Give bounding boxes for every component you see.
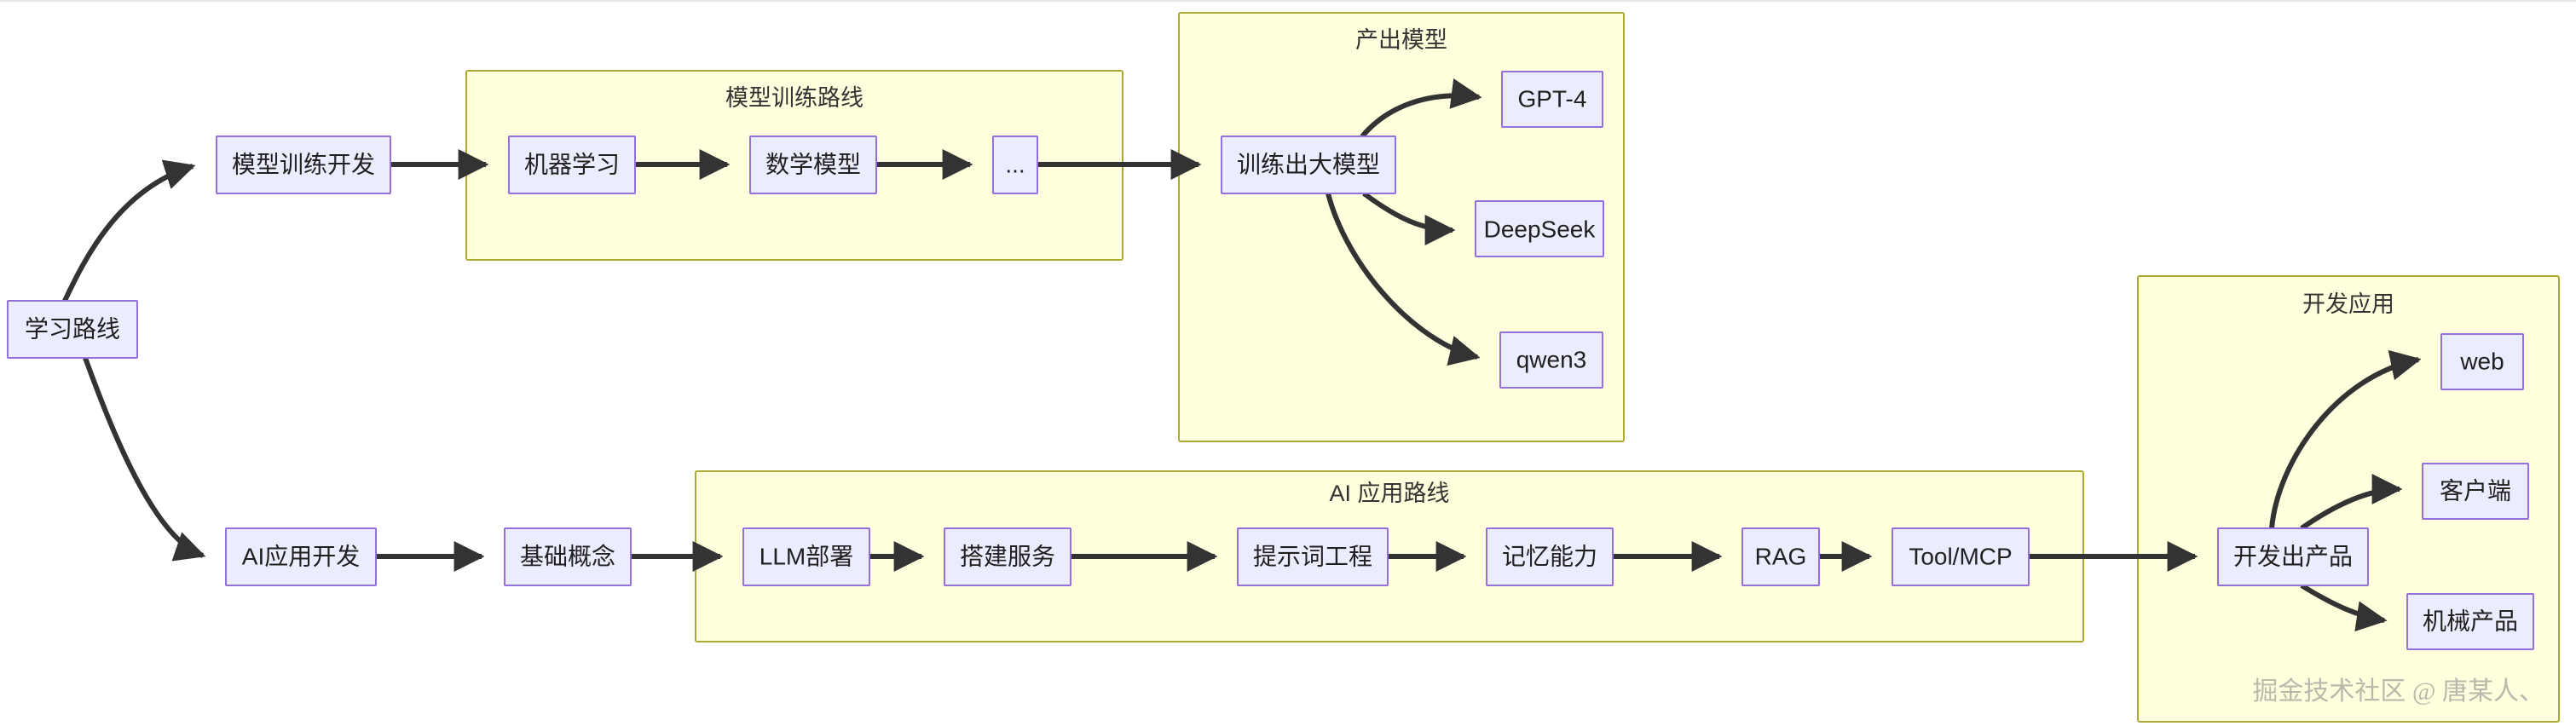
node-train-big-model-rect[interactable] bbox=[1221, 135, 1396, 194]
cluster-dev-apps-label: 开发应用 bbox=[2302, 291, 2394, 317]
node-prompt-engineering-label: 提示词工程 bbox=[1253, 543, 1372, 569]
node-tool-mcp-label: Tool/MCP bbox=[1909, 543, 2012, 569]
node-model-training-dev[interactable]: 模型训练开发 bbox=[216, 135, 391, 194]
node-mechanical-product[interactable]: 机械产品 bbox=[2406, 593, 2534, 650]
node-deepseek[interactable]: DeepSeek bbox=[1475, 200, 1604, 257]
edge-group bbox=[62, 78, 2422, 632]
node-web-label: web bbox=[2459, 348, 2504, 374]
node-gpt4[interactable]: GPT-4 bbox=[1501, 71, 1603, 128]
node-model-training-dev-rect[interactable] bbox=[216, 135, 391, 194]
node-machine-learning-rect[interactable] bbox=[508, 135, 636, 194]
node-deepseek-rect[interactable] bbox=[1475, 200, 1604, 257]
node-build-service-label: 搭建服务 bbox=[960, 543, 1055, 569]
edge-dev-product-to-mechanical bbox=[2300, 583, 2388, 632]
node-deepseek-label: DeepSeek bbox=[1484, 216, 1597, 242]
node-math-model-label: 数学模型 bbox=[765, 151, 861, 177]
node-train-big-model-label: 训练出大模型 bbox=[1237, 151, 1380, 177]
node-memory-rect[interactable] bbox=[1486, 527, 1614, 586]
node-math-model-rect[interactable] bbox=[749, 135, 877, 194]
node-prompt-engineering[interactable]: 提示词工程 bbox=[1237, 527, 1389, 586]
node-dev-product-rect[interactable] bbox=[2217, 527, 2369, 586]
watermark-label: 掘金技术社区 @ 唐某人、 bbox=[2252, 677, 2544, 706]
node-llm-deploy-label: LLM部署 bbox=[760, 543, 853, 569]
cluster-output-models-label: 产出模型 bbox=[1355, 27, 1447, 53]
node-mechanical-product-rect[interactable] bbox=[2406, 593, 2534, 650]
edge-train-big-to-qwen3 bbox=[1326, 193, 1481, 366]
node-basic-concepts[interactable]: 基础概念 bbox=[504, 527, 632, 586]
cluster-model-training-label: 模型训练路线 bbox=[725, 85, 863, 111]
node-client-rect[interactable] bbox=[2422, 463, 2529, 520]
node-build-service-rect[interactable] bbox=[944, 527, 1071, 586]
node-ai-app-dev[interactable]: AI应用开发 bbox=[225, 527, 377, 586]
node-llm-deploy-rect[interactable] bbox=[742, 527, 870, 586]
node-machine-learning[interactable]: 机器学习 bbox=[508, 135, 636, 194]
node-rag[interactable]: RAG bbox=[1741, 527, 1820, 586]
edge-train-big-to-gpt4 bbox=[1360, 78, 1482, 138]
node-basic-concepts-rect[interactable] bbox=[504, 527, 632, 586]
node-ellipsis[interactable]: ... bbox=[992, 135, 1038, 194]
node-ellipsis-label: ... bbox=[1005, 151, 1025, 177]
node-ellipsis-rect[interactable] bbox=[992, 135, 1038, 194]
node-rag-rect[interactable] bbox=[1741, 527, 1820, 586]
node-tool-mcp-rect[interactable] bbox=[1892, 527, 2030, 586]
node-build-service[interactable]: 搭建服务 bbox=[944, 527, 1071, 586]
node-dev-product-label: 开发出产品 bbox=[2233, 543, 2353, 569]
node-group: 学习路线 模型训练开发 机器学习 数学模型... 训练出大模型 GPT-4DeepSeek… bbox=[7, 71, 2534, 650]
node-math-model[interactable]: 数学模型 bbox=[749, 135, 877, 194]
cluster-ai-app-route-label: AI 应用路线 bbox=[1329, 481, 1449, 506]
node-prompt-engineering-rect[interactable] bbox=[1237, 527, 1389, 586]
node-qwen3-label: qwen3 bbox=[1516, 346, 1587, 372]
node-basic-concepts-label: 基础概念 bbox=[520, 543, 615, 569]
node-memory[interactable]: 记忆能力 bbox=[1486, 527, 1614, 586]
node-qwen3-rect[interactable] bbox=[1499, 331, 1603, 389]
node-learning-route[interactable]: 学习路线 bbox=[7, 300, 138, 359]
node-gpt4-label: GPT-4 bbox=[1518, 85, 1587, 112]
node-ai-app-dev-rect[interactable] bbox=[225, 527, 377, 586]
node-qwen3[interactable]: qwen3 bbox=[1499, 331, 1603, 389]
node-memory-label: 记忆能力 bbox=[1502, 543, 1597, 569]
node-learning-route-rect[interactable] bbox=[7, 300, 138, 359]
node-ai-app-dev-label: AI应用开发 bbox=[242, 543, 360, 569]
edge-dev-product-to-web bbox=[2269, 349, 2422, 529]
node-mechanical-product-label: 机械产品 bbox=[2423, 608, 2518, 634]
node-llm-deploy[interactable]: LLM部署 bbox=[742, 527, 870, 586]
node-dev-product[interactable]: 开发出产品 bbox=[2217, 527, 2369, 586]
node-web-rect[interactable] bbox=[2440, 333, 2524, 390]
node-client[interactable]: 客户端 bbox=[2422, 463, 2529, 520]
node-gpt4-rect[interactable] bbox=[1501, 71, 1603, 128]
node-web[interactable]: web bbox=[2440, 333, 2524, 390]
node-tool-mcp[interactable]: Tool/MCP bbox=[1892, 527, 2030, 586]
node-machine-learning-label: 机器学习 bbox=[524, 151, 620, 177]
node-train-big-model[interactable]: 训练出大模型 bbox=[1221, 135, 1396, 194]
edge-learning-to-ai-app bbox=[83, 356, 206, 562]
edge-dev-product-to-client bbox=[2300, 474, 2403, 531]
node-client-label: 客户端 bbox=[2440, 477, 2511, 504]
edge-train-big-to-deepseek bbox=[1362, 191, 1456, 245]
node-learning-route-label: 学习路线 bbox=[25, 315, 120, 342]
edge-learning-to-model-training bbox=[62, 159, 196, 302]
node-model-training-dev-label: 模型训练开发 bbox=[232, 151, 375, 177]
node-rag-label: RAG bbox=[1755, 543, 1807, 569]
